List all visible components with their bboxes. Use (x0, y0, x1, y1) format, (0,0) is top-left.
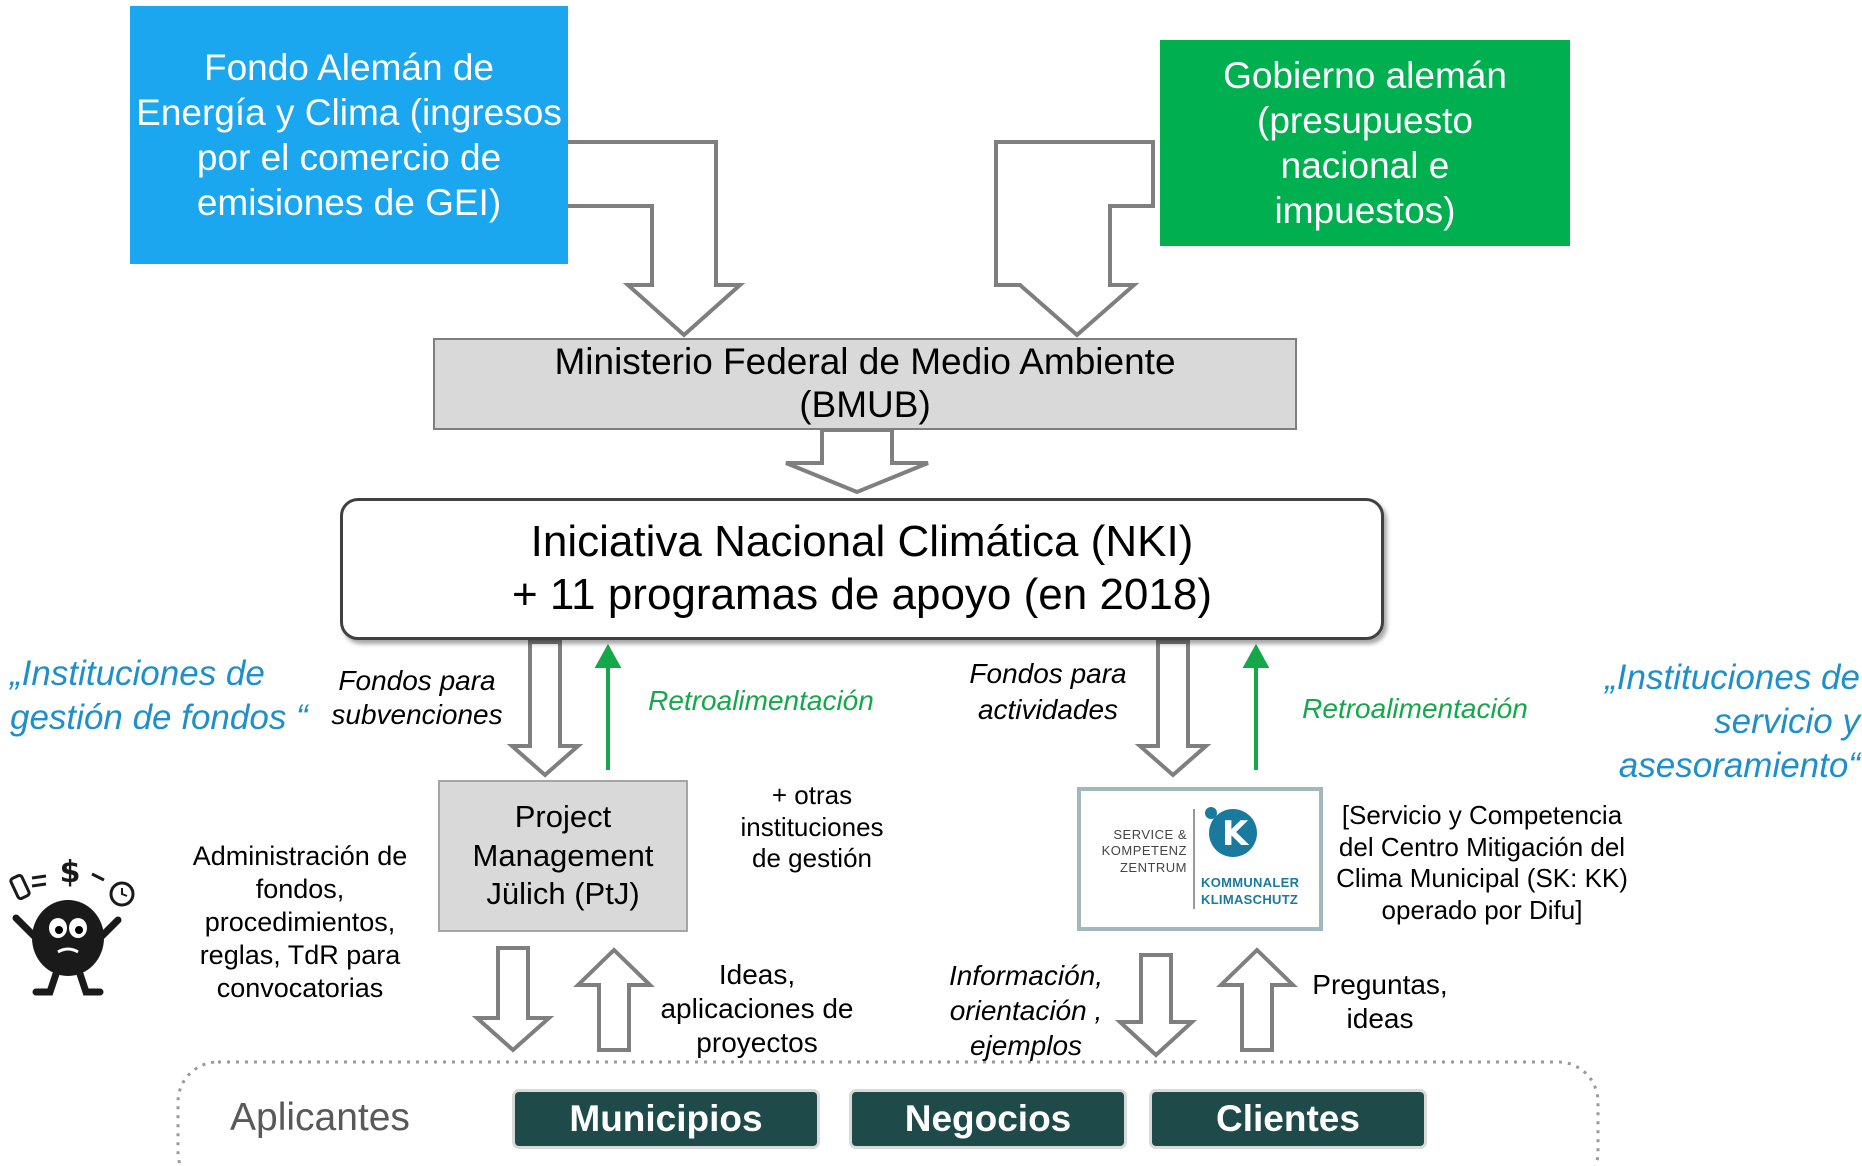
skkk-logo-left-text: SERVICE & KOMPETENZ ZENTRUM (1101, 827, 1187, 875)
fondo-source-text: Fondo Alemán de Energía y Clima (ingreso… (136, 46, 562, 224)
group-clientes: Clientes (1152, 1092, 1424, 1146)
information-text: Información, orientación , ejemplos (948, 960, 1104, 1061)
skkk-logo-divider (1193, 809, 1195, 909)
ideas-text: Ideas, aplicaciones de proyectos (660, 959, 854, 1059)
fondo-source-box: Fondo Alemán de Energía y Clima (ingreso… (130, 6, 568, 264)
juggling-money-cartoon-icon: $ (9, 855, 135, 996)
group-municipios: Municipios (515, 1092, 817, 1146)
ministry-box: Ministerio Federal de Medio Ambiente (BM… (433, 338, 1297, 430)
ministry-name: Ministerio Federal de Medio Ambiente (554, 341, 1176, 383)
funds-activities-label: Fondos para actividades (969, 658, 1127, 726)
ptj-down-arrow (471, 946, 555, 1053)
feedback-left-label: Retroalimentación (648, 685, 874, 716)
initiative-title: Iniciativa Nacional Climática (NKI) (530, 517, 1194, 567)
initiative-box: Iniciativa Nacional Climática (NKI) + 11… (340, 498, 1384, 640)
group-negocios: Negocios (852, 1092, 1124, 1146)
skkk-k-logo-icon: K (1205, 807, 1257, 857)
ministry-to-initiative-arrow (785, 428, 929, 495)
applicants-label: Aplicantes (230, 1096, 410, 1139)
initiative-subtitle: + 11 programas de apoyo (en 2018) (512, 570, 1212, 619)
skkk-logo-box: SERVICE & KOMPETENZ ZENTRUM K KOMMUNALER… (1077, 787, 1323, 931)
ptj-text: Project Management Jülich (PtJ) (472, 798, 654, 912)
funds-down-ptj-arrow (506, 640, 584, 778)
funds-subsidies-label: Fondos para subvenciones (331, 665, 503, 731)
admin-text: Administración de fondos, procedimientos… (192, 841, 408, 1003)
applicants-frame (176, 1060, 1600, 1166)
ptj-box: Project Management Jülich (PtJ) (438, 780, 688, 932)
skkk-description: [Servicio y Competencia del Centro Mitig… (1336, 800, 1628, 926)
svg-text:K: K (1222, 814, 1250, 854)
other-institutions: + otras instituciones de gestión (740, 780, 884, 874)
applicants-up-ptj-arrow (573, 947, 655, 1052)
feedback-right-label: Retroalimentación (1302, 693, 1528, 724)
ministry-abbr: (BMUB) (799, 384, 931, 425)
questions-text: Preguntas, ideas (1312, 969, 1448, 1035)
gobierno-source-box: Gobierno alemán (presupuesto nacional e … (1160, 40, 1570, 246)
applicants-up-skkk-arrow (1216, 947, 1298, 1052)
skkk-down-arrow (1114, 953, 1198, 1058)
gobierno-to-ministry-arrow (994, 140, 1155, 338)
gobierno-source-text: Gobierno alemán (presupuesto nacional e … (1223, 54, 1507, 232)
skkk-logo-right-text: KOMMUNALER KLIMASCHUTZ (1201, 875, 1300, 907)
left-heading: „Instituciones de gestión de fondos “ (10, 654, 308, 737)
right-heading: „Instituciones de servicio y asesoramien… (1605, 658, 1860, 785)
funds-down-skkk-arrow (1134, 640, 1212, 778)
svg-text:$: $ (60, 855, 81, 890)
